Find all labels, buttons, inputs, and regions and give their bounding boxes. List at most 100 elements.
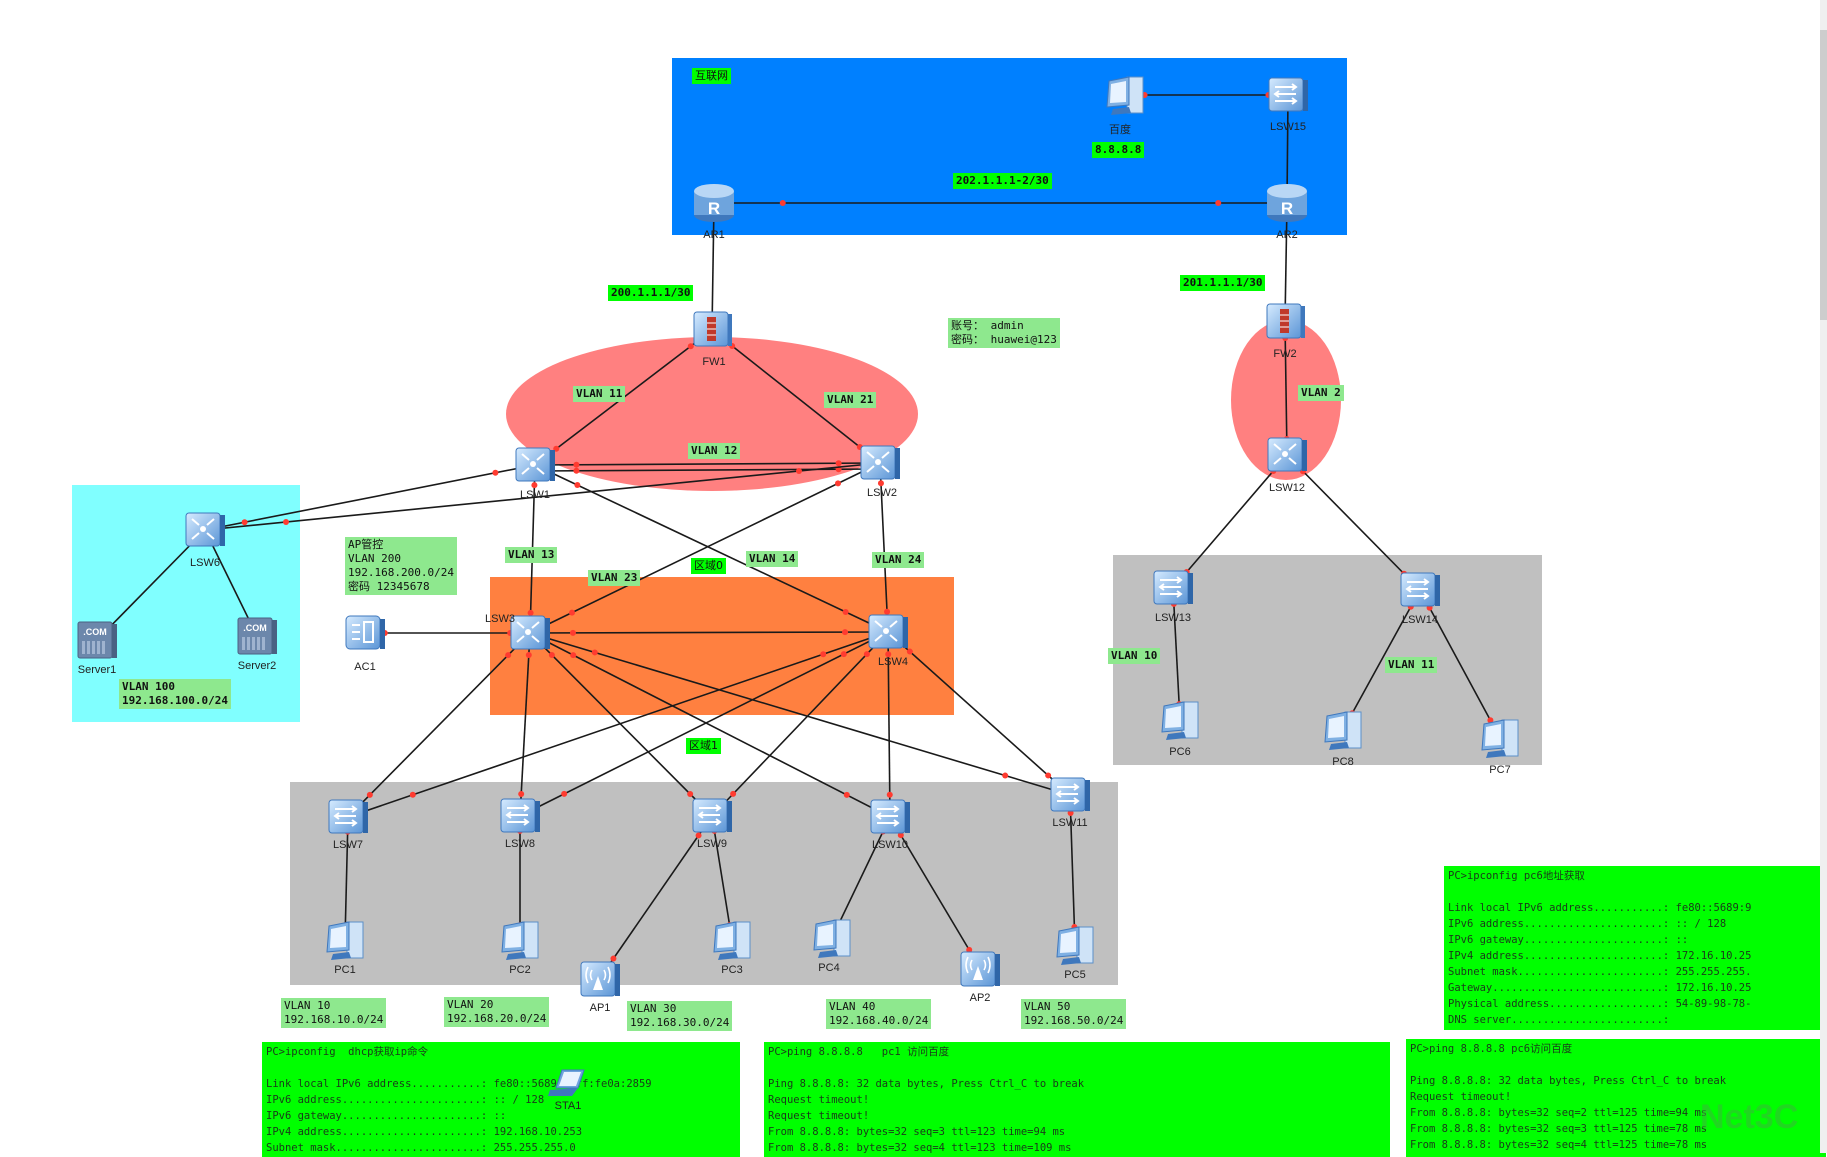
- link-ar2-fw2[interactable]: [1284, 202, 1288, 323]
- link-lsw11-pc5[interactable]: [1069, 794, 1076, 946]
- link-lsw1-lsw2[interactable]: [534, 462, 881, 466]
- device-baidu[interactable]: [1103, 73, 1147, 117]
- device-lsw3[interactable]: [508, 611, 552, 655]
- link-lsw6-lsw2[interactable]: [204, 462, 881, 531]
- link-lsw4-lsw10[interactable]: [887, 631, 891, 818]
- port-indicator: [518, 791, 525, 798]
- device-sta1[interactable]: [548, 1068, 588, 1112]
- link-lsw3-lsw7[interactable]: [347, 632, 531, 818]
- device-lsw7[interactable]: [326, 795, 370, 839]
- device-fw2[interactable]: [1263, 300, 1307, 344]
- fw1-wan-label: 200.1.1.1/30: [608, 285, 694, 301]
- link-fw1-lsw2[interactable]: [711, 329, 881, 464]
- device-ar2[interactable]: R: [1265, 181, 1309, 225]
- vlan2-label: VLAN 2: [1298, 385, 1344, 401]
- device-ar1[interactable]: R: [692, 181, 736, 225]
- device-label-lsw13: LSW13: [1154, 612, 1192, 624]
- port-indicator: [561, 790, 568, 797]
- port-indicator: [570, 652, 577, 659]
- link-lsw6-server1[interactable]: [96, 529, 206, 641]
- device-lsw6[interactable]: [183, 508, 227, 552]
- fw2-wan-label: 201.1.1.1/30: [1180, 275, 1266, 291]
- link-lsw4-lsw9[interactable]: [711, 631, 889, 817]
- link-lsw1-lsw2[interactable]: [534, 468, 881, 472]
- device-server2[interactable]: .COM: [235, 614, 279, 658]
- zone-label-core: 区域0: [691, 558, 726, 574]
- link-lsw10-pc4[interactable]: [831, 816, 891, 939]
- terminal-pc6-ping: PC>ping 8.8.8.8 pc6访问百度 Ping 8.8.8.8: 32…: [1406, 1039, 1826, 1157]
- port-indicator: [569, 629, 576, 636]
- link-lsw3-lsw4[interactable]: [529, 631, 889, 634]
- device-lsw2[interactable]: [858, 441, 902, 485]
- device-pc5[interactable]: [1053, 923, 1097, 967]
- link-lsw3-lsw8[interactable]: [519, 632, 531, 817]
- zone-internet: [672, 58, 1347, 235]
- link-lsw6-lsw1[interactable]: [204, 464, 536, 531]
- device-pc8[interactable]: [1321, 708, 1365, 752]
- device-lsw10[interactable]: [868, 795, 912, 839]
- link-lsw14-pc7[interactable]: [1419, 589, 1501, 739]
- vertical-scrollbar[interactable]: [1820, 0, 1827, 1153]
- pc-icon: [810, 919, 854, 968]
- link-ar1-fw1[interactable]: [711, 202, 715, 331]
- link-lsw12-lsw13[interactable]: [1172, 454, 1288, 589]
- link-fw2-lsw12[interactable]: [1284, 321, 1288, 456]
- device-pc1[interactable]: [323, 918, 367, 962]
- device-label-lsw4: LSW4: [878, 656, 908, 668]
- pc-icon: [1321, 711, 1365, 760]
- link-lsw3-lsw9[interactable]: [529, 632, 713, 817]
- device-lsw12[interactable]: [1265, 433, 1309, 477]
- port-indicator: [840, 651, 847, 658]
- port-indicator: [1002, 772, 1009, 779]
- device-label-fw1: FW1: [702, 356, 726, 368]
- link-lsw9-ap1[interactable]: [599, 815, 713, 979]
- device-lsw15[interactable]: [1266, 73, 1310, 117]
- device-pc3[interactable]: [710, 918, 754, 962]
- device-lsw9[interactable]: [690, 794, 734, 838]
- device-pc7[interactable]: [1478, 716, 1522, 760]
- link-lsw7-pc1[interactable]: [344, 816, 349, 941]
- device-pc6[interactable]: [1158, 698, 1202, 742]
- device-lsw4[interactable]: [866, 610, 910, 654]
- scrollbar-thumb[interactable]: [1820, 30, 1827, 320]
- vlan11-label: VLAN 11: [573, 386, 626, 402]
- device-label-lsw3: LSW3: [485, 613, 515, 625]
- device-ap1[interactable]: [578, 956, 622, 1000]
- pc-icon: [710, 921, 754, 970]
- link-lsw13-pc6[interactable]: [1172, 587, 1181, 721]
- link-lsw2-lsw4[interactable]: [879, 462, 889, 633]
- device-fw1[interactable]: [690, 308, 734, 352]
- device-ap2[interactable]: [958, 946, 1002, 990]
- link-lsw1-lsw4[interactable]: [534, 464, 889, 633]
- link-lsw14-pc8[interactable]: [1342, 589, 1421, 731]
- device-ac1[interactable]: [343, 611, 387, 655]
- sta-icon: [548, 1069, 588, 1102]
- link-lsw4-lsw11[interactable]: [887, 631, 1071, 796]
- link-lsw12-lsw14[interactable]: [1286, 454, 1421, 591]
- port-indicator: [1215, 200, 1222, 206]
- device-server1[interactable]: .COM: [75, 618, 119, 662]
- watermark: Net3C: [1700, 1098, 1799, 1136]
- ap-icon: [958, 951, 1002, 994]
- link-lsw9-pc3[interactable]: [711, 815, 733, 941]
- device-pc4[interactable]: [810, 916, 854, 960]
- device-pc2[interactable]: [498, 918, 542, 962]
- port-indicator: [863, 651, 870, 658]
- right-vlan10-label: VLAN 10: [1108, 648, 1161, 664]
- device-lsw1[interactable]: [513, 443, 557, 487]
- device-label-server2: Server2: [237, 660, 277, 672]
- link-lsw4-lsw8[interactable]: [519, 631, 889, 817]
- device-lsw11[interactable]: [1048, 773, 1092, 817]
- link-lsw3-lsw11[interactable]: [529, 632, 1071, 796]
- device-lsw14[interactable]: [1398, 568, 1442, 612]
- port-indicator: [884, 608, 891, 615]
- vlan23-label: VLAN 23: [588, 570, 641, 586]
- port-indicator: [409, 791, 416, 798]
- link-lsw2-lsw3[interactable]: [529, 462, 881, 634]
- link-lsw10-ap2[interactable]: [889, 816, 981, 969]
- device-lsw8[interactable]: [498, 794, 542, 838]
- link-lsw3-lsw10[interactable]: [529, 632, 891, 818]
- device-lsw13[interactable]: [1151, 566, 1195, 610]
- link-lsw4-lsw7[interactable]: [347, 631, 889, 818]
